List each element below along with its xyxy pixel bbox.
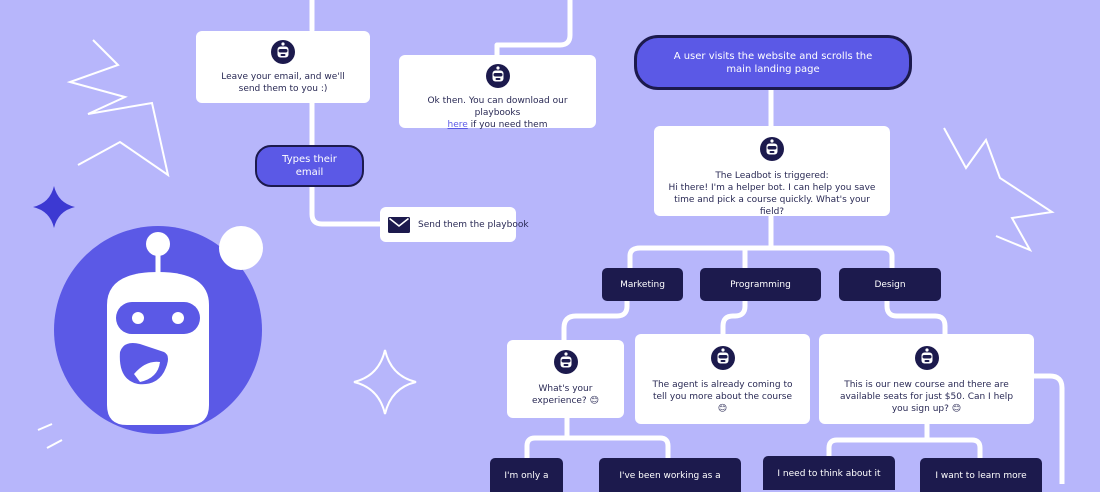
robot-icon [553,350,578,374]
answer-think-text: I need to think about it [777,469,881,479]
agent-text: The agent is already coming to tell you … [652,380,793,414]
experience-text: What's your experience? 😊 [532,384,599,406]
send-playbook-card: Send them the playbook [380,207,529,242]
envelope-icon [388,216,410,233]
answer-working-as[interactable]: I've been working as a [599,458,741,492]
ok-then-suffix: if you need them [470,120,548,130]
robot-icon [914,346,939,370]
start-pill: A user visits the website and scrolls th… [634,35,912,90]
triggered-title: The Leadbot is triggered: [715,171,829,181]
agent-card: The agent is already coming to tell you … [635,334,810,424]
answer-only-a[interactable]: I'm only a [490,458,563,492]
robot-icon [760,137,784,161]
branch-marketing[interactable]: Marketing [602,268,683,301]
leave-email-text: Leave your email, and we'll send them to… [221,72,345,94]
triggered-body: Hi there! I'm a helper bot. I can help y… [668,183,876,217]
leave-email-card: Leave your email, and we'll send them to… [196,31,370,103]
robot-icon [710,346,735,370]
ok-then-card: Ok then. You can download our playbooks … [399,55,596,131]
sparkle-icon [33,186,75,228]
answer-learn-more-text: I want to learn more [935,471,1027,481]
answer-only-a-text: I'm only a [504,471,549,481]
leadbot-triggered-card: The Leadbot is triggered: Hi there! I'm … [654,126,890,217]
experience-card: What's your experience? 😊 [507,340,624,418]
new-course-card: This is our new course and there are ava… [819,334,1034,424]
playbook-link[interactable]: here [447,120,468,130]
zigzag-icon [37,39,1055,449]
answer-learn-more[interactable]: I want to learn more [920,458,1042,492]
branch-programming[interactable]: Programming [700,268,821,301]
branch-design[interactable]: Design [839,268,941,301]
ok-then-text: Ok then. You can download our playbooks … [407,95,588,131]
types-email-text: Types their email [282,154,337,178]
new-course-text: This is our new course and there are ava… [839,380,1014,414]
robot-icon [485,64,510,88]
sparkle-icon [353,349,417,415]
start-text: A user visits the website and scrolls th… [673,50,873,75]
answer-working-as-text: I've been working as a [619,471,721,481]
robot-icon [271,40,295,64]
send-playbook-text: Send them the playbook [418,219,529,230]
answer-think[interactable]: I need to think about it [763,456,895,490]
ok-then-prefix: Ok then. You can download our playbooks [427,96,568,118]
types-email-pill: Types their email [255,145,364,187]
